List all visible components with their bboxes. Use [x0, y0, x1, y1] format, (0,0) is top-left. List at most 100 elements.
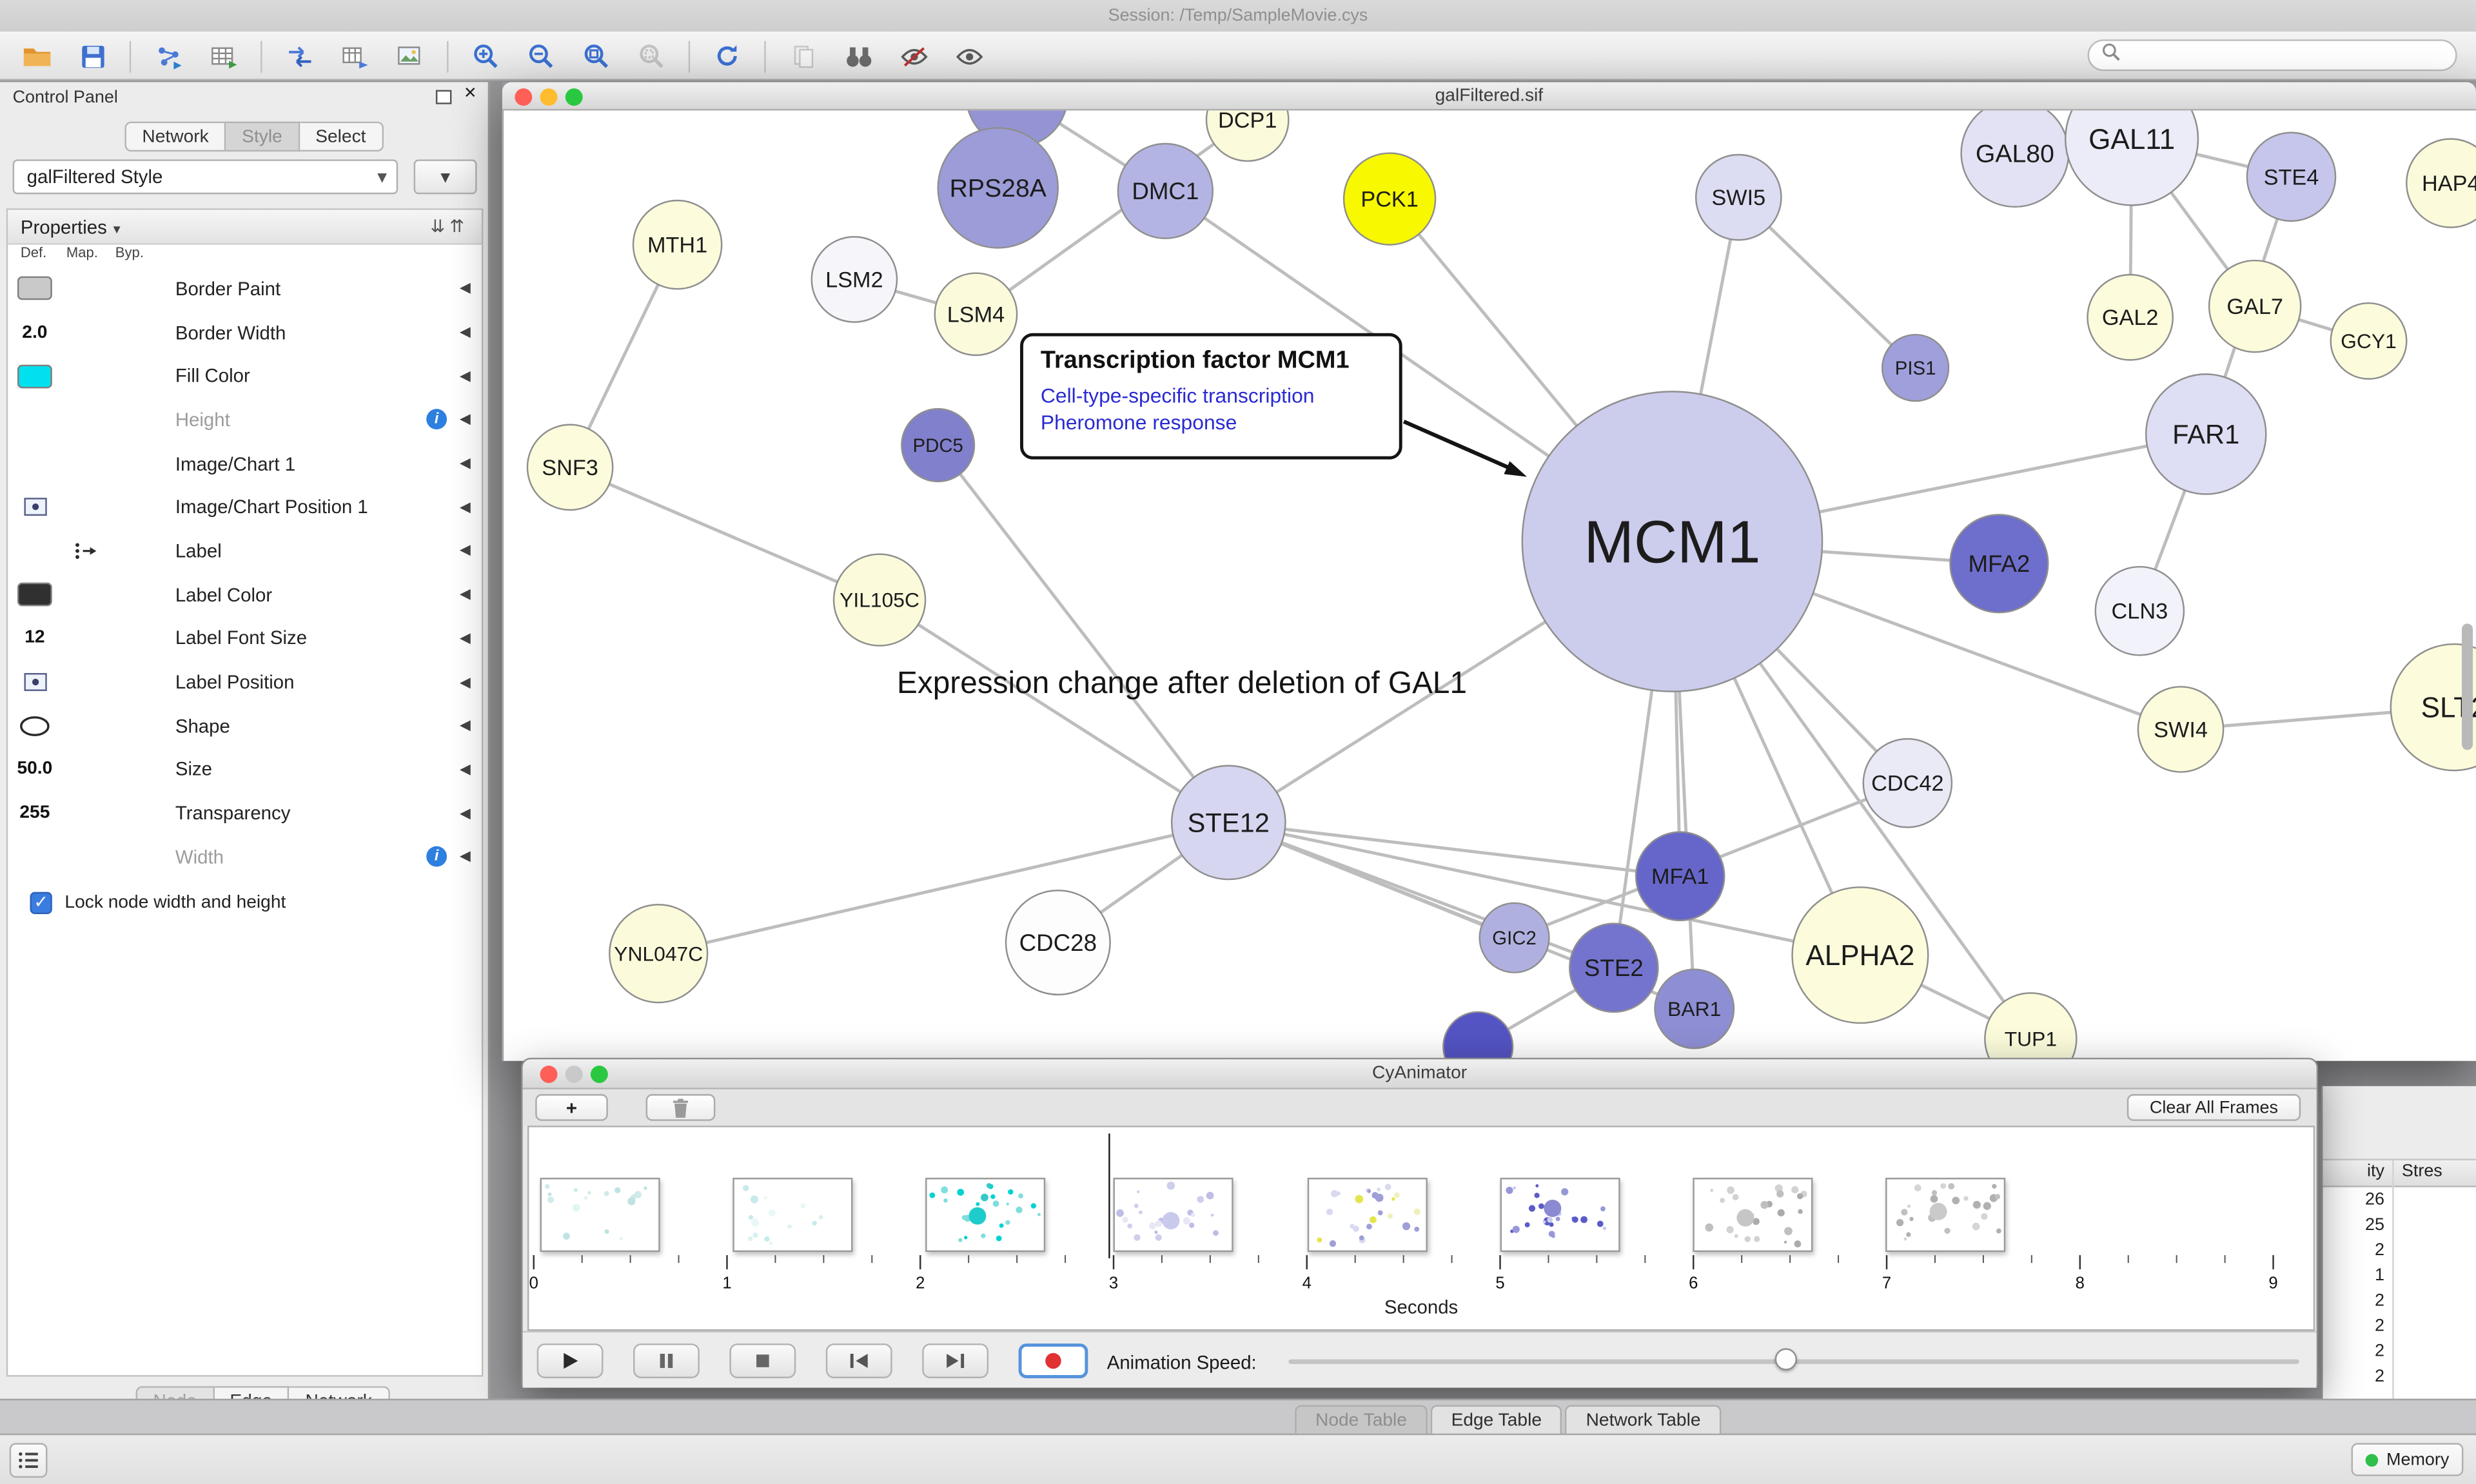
- node-swi5[interactable]: [1695, 153, 1782, 241]
- lock-size-checkbox[interactable]: ✓: [30, 892, 52, 914]
- node-pdc5[interactable]: [901, 408, 976, 483]
- node-mfa2[interactable]: [1949, 514, 2049, 614]
- expand-all-icon[interactable]: ⇈: [449, 217, 469, 237]
- export-table-button[interactable]: [333, 35, 376, 77]
- frame-thumbnail-4[interactable]: [1307, 1177, 1428, 1253]
- frame-thumbnail-2[interactable]: [925, 1177, 1046, 1253]
- search-box[interactable]: [2087, 39, 2457, 72]
- node-slt2[interactable]: [2390, 643, 2476, 772]
- node-mcm1[interactable]: [1521, 391, 1823, 692]
- tab-node-table[interactable]: Node Table: [1295, 1405, 1428, 1436]
- expand-arrow-icon[interactable]: ◀: [459, 804, 471, 821]
- edge-pdc5-ste12[interactable]: [936, 444, 1230, 824]
- frame-thumbnail-7[interactable]: [1885, 1177, 2006, 1253]
- edge-ste12-alpha2[interactable]: [1228, 821, 1861, 957]
- node-bar1[interactable]: [1654, 968, 1735, 1050]
- edge-yil105c-ste12[interactable]: [878, 598, 1230, 824]
- zoom-out-button[interactable]: [520, 35, 562, 77]
- node-mth1[interactable]: [632, 199, 723, 290]
- slider-thumb[interactable]: [1774, 1348, 1797, 1371]
- frame-thumbnail-5[interactable]: [1500, 1177, 1620, 1253]
- node-gic2[interactable]: [1479, 902, 1550, 973]
- node-pis1[interactable]: [1881, 333, 1950, 402]
- expand-arrow-icon[interactable]: ◀: [459, 411, 471, 427]
- node-gal7[interactable]: [2208, 259, 2302, 353]
- export-image-button[interactable]: [388, 35, 431, 77]
- skip-back-button[interactable]: [825, 1343, 892, 1378]
- find-button[interactable]: [837, 35, 879, 77]
- node-swi4[interactable]: [2137, 686, 2225, 773]
- expand-arrow-icon[interactable]: ◀: [459, 585, 471, 602]
- frame-thumbnail-6[interactable]: [1693, 1177, 1813, 1253]
- network-window-titlebar[interactable]: galFiltered.sif: [502, 82, 2476, 111]
- expand-arrow-icon[interactable]: ◀: [459, 454, 471, 471]
- cyanimator-titlebar[interactable]: CyAnimator: [522, 1059, 2317, 1089]
- expand-arrow-icon[interactable]: ◀: [459, 498, 471, 514]
- expand-arrow-icon[interactable]: ◀: [459, 542, 471, 558]
- node-mfa1[interactable]: [1635, 831, 1725, 921]
- import-network-button[interactable]: [147, 35, 190, 77]
- frame-thumbnail-1[interactable]: [732, 1177, 853, 1253]
- node-ste4[interactable]: [2246, 132, 2337, 222]
- expand-arrow-icon[interactable]: ◀: [459, 761, 471, 777]
- add-frame-button[interactable]: +: [535, 1094, 608, 1121]
- tab-network-table[interactable]: Network Table: [1565, 1405, 1722, 1436]
- property-row-label[interactable]: Label◀: [8, 529, 482, 573]
- delete-frame-button[interactable]: [645, 1094, 716, 1121]
- property-row-image-chart-position-1[interactable]: Image/Chart Position 1◀: [8, 485, 482, 529]
- expand-arrow-icon[interactable]: ◀: [459, 717, 471, 733]
- expand-arrow-icon[interactable]: ◀: [459, 367, 471, 384]
- expand-arrow-icon[interactable]: ◀: [459, 324, 471, 340]
- record-button[interactable]: [1018, 1343, 1088, 1378]
- node-pck1[interactable]: [1342, 152, 1437, 246]
- node-hap4[interactable]: [2406, 138, 2476, 228]
- minimize-window-button[interactable]: [540, 88, 558, 106]
- zoom-in-button[interactable]: [464, 35, 507, 77]
- node-gcy1[interactable]: [2330, 302, 2408, 380]
- node-rps28a[interactable]: [937, 127, 1059, 249]
- node-lsm2[interactable]: [811, 236, 898, 323]
- edge-ste12-mfa1[interactable]: [1228, 821, 1681, 878]
- tab-network[interactable]: Network: [124, 121, 226, 152]
- expand-arrow-icon[interactable]: ◀: [459, 280, 471, 296]
- node-cdc42[interactable]: [1862, 737, 1953, 828]
- pause-button[interactable]: [633, 1343, 700, 1378]
- node-dcp1[interactable]: [1205, 110, 1290, 162]
- node-far1[interactable]: [2145, 373, 2267, 495]
- apply-preferred-layout-button[interactable]: [706, 35, 749, 77]
- playhead[interactable]: [1107, 1133, 1110, 1258]
- network-scrollbar[interactable]: [2461, 623, 2473, 750]
- export-network-button[interactable]: [278, 35, 320, 77]
- frame-thumbnail-0[interactable]: [540, 1177, 660, 1253]
- import-table-button[interactable]: [202, 35, 244, 77]
- expand-arrow-icon[interactable]: ◀: [459, 848, 471, 864]
- stop-button[interactable]: [729, 1343, 796, 1378]
- clipboard-button[interactable]: [781, 35, 824, 77]
- node-lsm4[interactable]: [934, 272, 1018, 356]
- show-graphics-details-button[interactable]: [947, 35, 990, 77]
- label-color-swatch[interactable]: [17, 583, 52, 607]
- node-cdc28[interactable]: [1005, 890, 1111, 996]
- close-window-button[interactable]: [540, 1066, 558, 1084]
- node-nblue[interactable]: [1442, 1011, 1514, 1061]
- hide-graphics-details-button[interactable]: [892, 35, 935, 77]
- property-row-label-position[interactable]: Label Position◀: [8, 660, 482, 704]
- node-cln3[interactable]: [2094, 565, 2185, 656]
- expand-arrow-icon[interactable]: ◀: [459, 673, 471, 690]
- property-row-label-color[interactable]: Label Color◀: [8, 573, 482, 617]
- tab-edge-table[interactable]: Edge Table: [1430, 1405, 1562, 1436]
- panel-toggle-button[interactable]: [9, 1443, 48, 1478]
- close-window-button[interactable]: [515, 88, 533, 106]
- property-row-fill-color[interactable]: Fill Color◀: [8, 354, 482, 398]
- properties-header[interactable]: Properties▾ ⇊⇈: [8, 210, 482, 245]
- node-ste12[interactable]: [1170, 765, 1286, 881]
- clear-all-frames-button[interactable]: Clear All Frames: [2127, 1094, 2301, 1121]
- skip-forward-button[interactable]: [922, 1343, 989, 1378]
- search-input[interactable]: [2128, 46, 2443, 65]
- info-icon[interactable]: i: [426, 409, 447, 431]
